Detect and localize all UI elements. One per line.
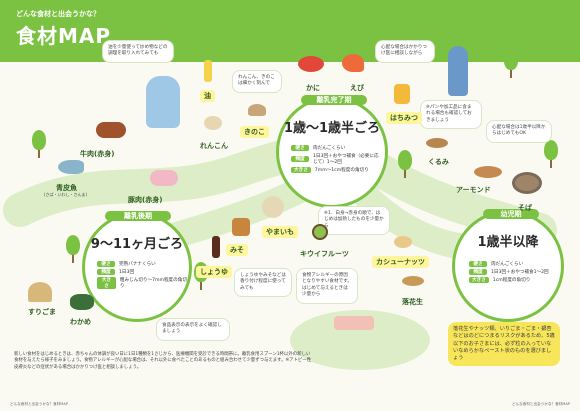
crab-icon	[298, 56, 324, 72]
bubble-choking-warning: 落花生やナッツ類、いりごま・ごま・銀杏などはのどにつまるリスクがあるため、5歳以…	[448, 322, 560, 367]
bubble-renkon-tip: れんこん、きのこは細かく刻んで	[232, 70, 282, 93]
info-key: 頻度	[291, 156, 309, 162]
info-key: 硬さ	[469, 261, 487, 267]
tree-icon	[32, 130, 46, 158]
info-key: 頻度	[97, 269, 115, 275]
food-ebi: えび	[350, 84, 364, 92]
family-illustration	[448, 46, 468, 96]
tree-icon	[544, 140, 558, 168]
food-aozakana-sub: (さば・いわし・さんま)	[44, 192, 88, 197]
food-shoyu: しょうゆ	[196, 266, 232, 278]
tree-icon	[66, 235, 80, 263]
food-butaniku: 豚肉(赤身)	[128, 196, 163, 204]
peanut-icon	[402, 276, 424, 286]
info-key: 頻度	[469, 269, 487, 275]
food-kiwi: キウイフルーツ	[300, 250, 349, 258]
buckwheat-icon	[512, 172, 542, 194]
kiwi-icon	[312, 224, 328, 240]
info-value: 完熟バナナくらい	[119, 262, 156, 267]
lotus-root-icon	[204, 116, 222, 130]
honey-icon	[394, 84, 410, 104]
cashew-icon	[394, 236, 412, 248]
footer-right: どんな食材と出会うかな？食材MAP	[511, 402, 570, 406]
info-key: 硬さ	[97, 261, 115, 267]
info-value: 1cm程度の角切り	[492, 278, 531, 283]
bubble-label-tip: 食品表示の表示をよく確認しましょう	[156, 318, 230, 341]
intro-note: 新しい食材をはじめるときは、赤ちゃんの体調が良い日に1日1種類を1さじから、医療…	[14, 352, 312, 370]
info-value: 肉だんごくらい	[313, 146, 346, 151]
food-gyuniku: 牛肉(赤身)	[80, 150, 115, 158]
food-kinoko: きのこ	[240, 126, 269, 138]
header-band	[0, 0, 580, 62]
stage-toddler-age: 1歳半以降	[477, 235, 539, 250]
beef-icon	[96, 122, 126, 138]
footer-left: どんな食材と出会うかな？食材MAP	[10, 402, 69, 406]
food-rakkasei: 落花生	[402, 298, 423, 306]
bubble-nuts-tip: 心配な場合は1歳半以降からはじめてもOK	[486, 120, 552, 143]
pork-icon	[150, 170, 178, 186]
picnic-illustration	[334, 316, 374, 330]
info-value: 粗みじん切り〜7mm程度の角切り	[119, 278, 187, 289]
miso-icon	[232, 218, 250, 236]
food-abura: 油	[200, 90, 215, 102]
stage-complete-age: 1歳〜1歳半ごろ	[283, 121, 381, 136]
stage-late-title: 離乳後期	[105, 211, 171, 221]
soy-sauce-icon	[212, 236, 220, 258]
seaweed-icon	[70, 294, 94, 310]
page-subtitle: どんな食材と出会うかな？	[16, 10, 100, 18]
food-cashew: カシューナッツ	[372, 256, 429, 268]
food-almond: アーモンド	[456, 186, 491, 194]
info-key: 大きさ	[291, 167, 311, 173]
food-kurumi: くるみ	[428, 158, 449, 166]
info-key: 硬さ	[291, 145, 309, 151]
food-wakame: わかめ	[70, 318, 91, 326]
family-illustration	[146, 76, 180, 128]
shrimp-icon	[342, 54, 364, 72]
page-title: 食材MAP	[16, 24, 112, 48]
stage-late-age: 9〜11ヶ月ごろ	[90, 237, 184, 252]
bubble-seasoning-tip: しょうゆやみそなどは香り付け程度に使ってみても	[234, 268, 292, 298]
yam-icon	[262, 196, 284, 218]
walnut-icon	[426, 138, 448, 148]
tree-icon	[398, 150, 412, 178]
bubble-bread-tip: ※パンや加工品に含まれる場合も確認しておきましょう	[420, 100, 482, 130]
fish-icon	[58, 160, 84, 174]
info-key: 大きさ	[97, 277, 116, 289]
food-surigoma: すりごま	[28, 308, 56, 316]
bubble-fish-order-tip: ※1．白身→赤身の順で、はじめは加熱したものを少量から	[318, 206, 390, 236]
sesame-icon	[28, 282, 52, 302]
food-renkon: れんこん	[200, 142, 228, 150]
almond-icon	[474, 166, 502, 178]
stage-complete-circle: 離乳完了期 1歳〜1歳半ごろ 硬さ肉だんごくらい 頻度 1日3回＋おやつ補食（必要…	[276, 95, 388, 208]
food-miso: みそ	[226, 244, 248, 256]
stage-toddler-circle: 幼児期 1歳半以降 硬さ肉だんごくらい 頻度 1日3回＋おやつ補食1〜2回 大きさ…	[452, 209, 564, 322]
info-value: 1日3回	[119, 270, 135, 275]
stage-late-info: 硬さ完熟バナナくらい 頻度 1日3回 大きさ粗みじん切り〜7mm程度の角切り	[97, 261, 187, 291]
bubble-oil-tip: 油を少量使って炒め物などの調理を取り入れてみても	[102, 40, 174, 63]
oil-icon	[204, 60, 212, 82]
info-value: 1日3回＋おやつ補食（必要に応じて）1〜2回	[313, 154, 379, 165]
food-kani: かに	[306, 84, 320, 92]
food-soba: そば	[518, 204, 532, 212]
stage-late-circle: 離乳後期 9〜11ヶ月ごろ 硬さ完熟バナナくらい 頻度 1日3回 大きさ粗みじん切…	[82, 211, 192, 322]
info-value: 1日3回＋おやつ補食1〜2回	[491, 270, 549, 275]
food-aozakana: 青皮魚	[56, 184, 77, 192]
bubble-allergy-tip: 食物アレルギーの原因となりやすい食材です。はじめて与えるときは少量から	[296, 268, 358, 304]
mushroom-icon	[248, 104, 266, 116]
stage-toddler-title: 幼児期	[483, 209, 539, 219]
info-key: 大きさ	[469, 277, 489, 283]
stage-complete-title: 離乳完了期	[301, 95, 367, 105]
tree-icon	[504, 50, 518, 78]
bubble-shellfish-tip: 心配な場合はかかりつけ医に相談しながら	[375, 40, 435, 63]
food-hachimitsu: はちみつ	[386, 112, 422, 124]
info-value: 肉だんごくらい	[491, 262, 524, 267]
info-value: 7mm〜1cm程度の角切り	[314, 168, 369, 173]
food-yamaimo: やまいも	[262, 226, 298, 238]
